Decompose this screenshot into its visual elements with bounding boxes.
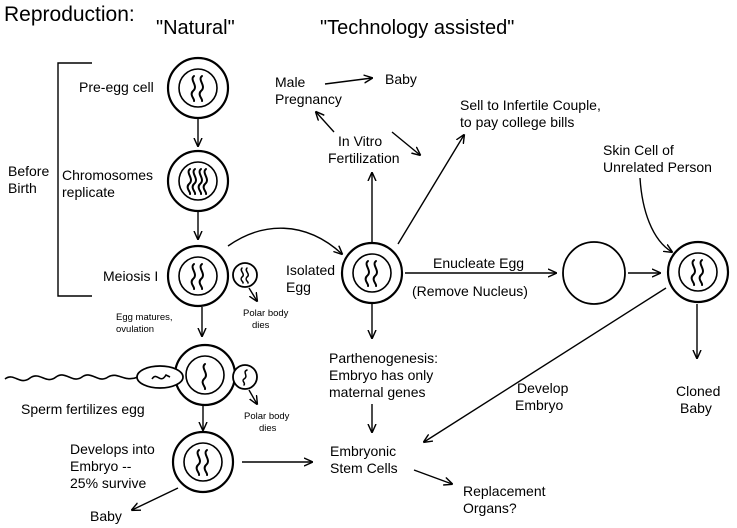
section-heading: Reproduction: xyxy=(4,3,135,26)
cloned-label: Cloned xyxy=(676,383,720,399)
fertilization-label: Fertilization xyxy=(328,150,400,166)
develop-label: Develop xyxy=(517,380,569,396)
embryo-cell xyxy=(171,430,235,494)
sperm-label: Sperm fertilizes egg xyxy=(21,401,145,417)
arrow-polar1 xyxy=(248,287,257,301)
baby-bottom-label: Baby xyxy=(90,508,122,524)
embryo-label: Embryo -- xyxy=(70,458,132,474)
before-birth-label: Before xyxy=(8,163,49,179)
arrow-male-to-baby xyxy=(324,78,372,85)
organs-label: Organs? xyxy=(463,500,517,516)
polar-body-1 xyxy=(232,262,258,288)
polar2-dies: dies xyxy=(259,423,277,434)
skin-cell-label: Skin Cell of xyxy=(603,142,674,158)
isolated-label: Isolated xyxy=(286,262,335,278)
meiosis-cell xyxy=(166,244,230,308)
male-label: Male xyxy=(275,74,306,90)
meiosis-label: Meiosis I xyxy=(103,268,158,284)
arrow-egg-to-sell xyxy=(397,135,464,245)
unrelated-label: Unrelated Person xyxy=(603,159,712,175)
technology-heading: "Technology assisted" xyxy=(320,17,514,39)
pregnancy-label: Pregnancy xyxy=(275,91,342,107)
sell-label: Sell to Infertile Couple, xyxy=(460,97,601,113)
ivf-label: In Vitro xyxy=(338,133,382,149)
remove-nucleus-label: (Remove Nucleus) xyxy=(412,283,528,299)
replacement-label: Replacement xyxy=(463,483,546,499)
before-birth-bracket xyxy=(57,62,92,297)
chromosomes-label: Chromosomes xyxy=(62,167,153,183)
before-birth-label-2: Birth xyxy=(8,180,37,196)
survive-label: 25% survive xyxy=(70,475,146,491)
egg-matures-label: Egg matures, xyxy=(116,312,173,323)
arrow-stem-to-organs xyxy=(413,469,452,484)
arrow-sell-to-ivf xyxy=(391,131,420,155)
natural-heading: "Natural" xyxy=(156,17,235,39)
enucleated-egg xyxy=(562,241,626,305)
clone-cell xyxy=(666,240,730,304)
college-label: to pay college bills xyxy=(460,114,574,130)
stem-label: Embryonic xyxy=(330,443,396,459)
develop-embryo-label: Embryo xyxy=(515,397,563,413)
pre-egg-label: Pre-egg cell xyxy=(79,79,154,95)
fertilized-egg xyxy=(173,343,237,407)
sperm-icon xyxy=(4,365,184,389)
stem-cells-label: Stem Cells xyxy=(330,460,398,476)
polar-body-2 xyxy=(232,364,258,390)
parth-line-3: maternal genes xyxy=(329,384,426,400)
develops-label: Develops into xyxy=(70,441,155,457)
polar1-label: Polar body xyxy=(243,308,289,319)
pre-egg-cell xyxy=(166,56,230,120)
arrow-ivf-to-male xyxy=(316,112,335,133)
parth-label: Parthenogenesis: xyxy=(329,350,438,366)
replicate-label: replicate xyxy=(62,184,115,200)
arrow-embryo-to-baby xyxy=(132,487,179,510)
arrow-skin-to-clone xyxy=(639,177,672,252)
ovulation-label: ovulation xyxy=(116,324,154,335)
egg-label: Egg xyxy=(286,279,311,295)
parth-line-2: Embryo has only xyxy=(329,367,433,383)
enucleate-label: Enucleate Egg xyxy=(433,255,524,271)
replicating-cell xyxy=(166,149,230,213)
isolated-egg xyxy=(340,241,404,305)
polar2-label: Polar body xyxy=(244,411,290,422)
arrow-to-isolated-egg xyxy=(227,227,342,254)
arrow-clone-to-stem xyxy=(424,287,667,442)
arrow-polar2 xyxy=(248,389,257,404)
polar1-dies: dies xyxy=(252,320,270,331)
cloned-baby-label: Baby xyxy=(680,400,712,416)
baby-top-label: Baby xyxy=(385,71,417,87)
